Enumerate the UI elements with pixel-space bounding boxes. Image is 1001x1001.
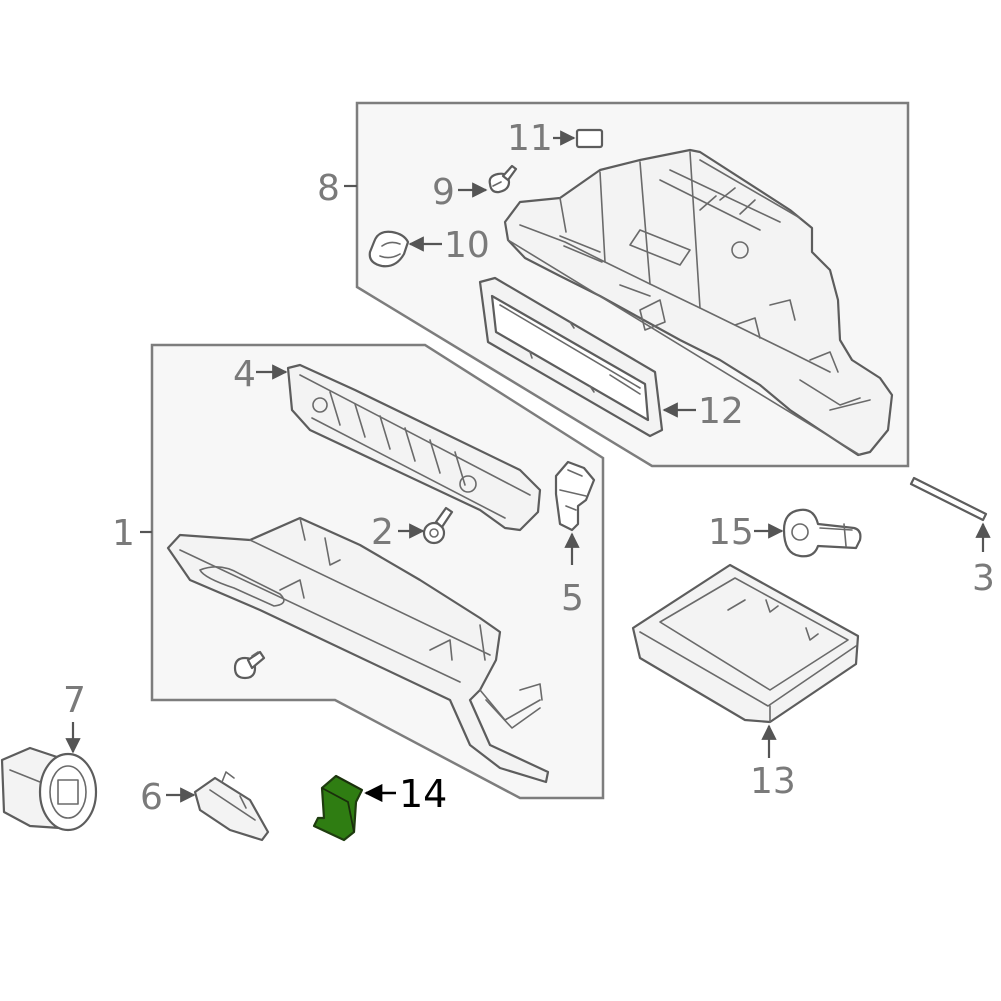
part-5-latch	[554, 460, 596, 532]
callout-15: 15	[708, 512, 754, 553]
callout-7: 7	[63, 680, 86, 721]
part-11-label-patch	[575, 128, 604, 149]
part-13-tray	[631, 563, 860, 724]
part-15-damper	[782, 508, 862, 558]
part-4-glove-box-hinge-bar	[286, 363, 542, 532]
callout-9: 9	[432, 172, 455, 213]
part-12-frame-seal	[478, 276, 664, 438]
part-6-handle-bezel	[193, 771, 270, 842]
part-8-glove-box-housing	[503, 148, 894, 457]
part-2-pin	[422, 506, 454, 545]
part-10-clip	[368, 230, 410, 268]
callout-6: 6	[140, 777, 163, 818]
callout-12: 12	[698, 391, 744, 432]
callout-14: 14	[399, 772, 447, 816]
callout-1: 1	[112, 513, 135, 554]
part-14-bracket-highlighted	[312, 774, 364, 842]
callout-11: 11	[507, 118, 553, 159]
callout-3: 3	[972, 558, 995, 599]
part-1-glove-box-door	[166, 516, 550, 784]
callout-2: 2	[371, 512, 394, 553]
callout-10: 10	[444, 225, 490, 266]
callout-8: 8	[317, 168, 340, 209]
callout-5: 5	[561, 578, 584, 619]
door-screw	[233, 650, 266, 680]
part-7-lock-cylinder	[0, 746, 98, 832]
callout-4: 4	[233, 354, 256, 395]
callout-13: 13	[750, 761, 796, 802]
part-3-rod	[909, 476, 988, 522]
part-9-push-pin	[488, 164, 518, 194]
leader-lines	[65, 130, 991, 803]
callout-labels: 11 9 10 8 12 4 2 5 1 15 3 13 7 6 14	[63, 118, 995, 818]
